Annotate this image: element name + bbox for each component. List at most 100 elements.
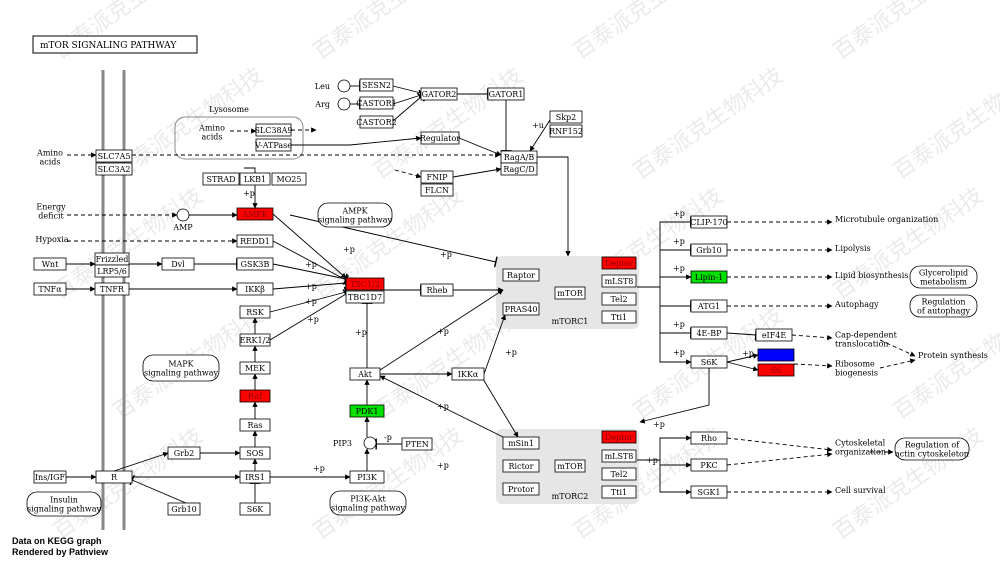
gene-node-flcn[interactable]: FLCN xyxy=(420,183,454,197)
gene-node-eif4e[interactable]: eIF4E xyxy=(755,328,793,342)
gene-node-gator1[interactable]: GATOR1 xyxy=(487,87,525,101)
gene-node-s6k_right[interactable]: S6K xyxy=(690,355,728,369)
gene-label: FLCN xyxy=(425,186,449,195)
gene-node-tnfa[interactable]: TNFα xyxy=(33,282,67,296)
gene-node-sgk1[interactable]: SGK1 xyxy=(690,485,728,499)
gene-node-dvl[interactable]: Dvl xyxy=(161,257,195,271)
gene-node-mo25[interactable]: MO25 xyxy=(271,172,307,186)
gene-box xyxy=(690,326,728,340)
gene-node-castor1[interactable]: CASTOR1 xyxy=(356,96,397,110)
gene-node-mek[interactable]: MEK xyxy=(239,361,271,375)
gene-node-slc38a9[interactable]: SLC38A9 xyxy=(255,123,293,137)
gene-node-s6k_left[interactable]: S6K xyxy=(239,502,271,516)
gene-node-mlst8_1[interactable]: mLST8 xyxy=(601,274,637,288)
gene-node-4ebp[interactable]: 4E-BP xyxy=(690,326,728,340)
pathway-box xyxy=(26,491,102,517)
gene-node-fnip[interactable]: FNIP xyxy=(420,170,454,184)
gene-node-tbc1d7[interactable]: TBC1D7 xyxy=(345,290,385,304)
gene-node-gsk3b[interactable]: GSK3B xyxy=(236,257,274,271)
gene-node-frizzled[interactable]: Frizzled xyxy=(94,252,130,266)
gene-node-pras40[interactable]: PRAS40 xyxy=(502,302,540,316)
gene-node-vatpase[interactable]: V-ATPase xyxy=(254,138,292,152)
gene-node-raptor[interactable]: Raptor xyxy=(502,268,540,282)
gene-node-ikkb[interactable]: IKKβ xyxy=(236,282,274,296)
gene-node-slc3a2[interactable]: SLC3A2 xyxy=(95,162,133,176)
gene-node-lipin1[interactable]: Lipin-1 xyxy=(690,270,728,284)
gene-node-rheb[interactable]: Rheb xyxy=(420,283,454,297)
gene-node-tti1_2[interactable]: Tti1 xyxy=(601,485,637,499)
gene-node-wnt[interactable]: Wnt xyxy=(33,257,67,271)
gene-node-mlst8_2[interactable]: mLST8 xyxy=(601,449,637,463)
gene-node-atg1[interactable]: ATG1 xyxy=(690,299,728,313)
gene-label: Grb10 xyxy=(696,246,722,255)
gene-node-strad[interactable]: STRAD xyxy=(202,172,240,186)
gene-node-grb2[interactable]: Grb2 xyxy=(167,446,201,460)
gene-node-deptor2[interactable]: Deptor xyxy=(601,430,637,444)
gene-box xyxy=(255,138,292,152)
pathway-edge xyxy=(269,289,350,341)
pathway-edge xyxy=(879,358,916,369)
gene-node-akt[interactable]: Akt xyxy=(349,367,381,381)
gene-node-r[interactable]: R xyxy=(95,470,133,484)
gene-node-ras[interactable]: Ras xyxy=(239,418,271,432)
gene-node-tel2_1[interactable]: Tel2 xyxy=(601,292,637,306)
edge-label-phosphorylation: +p xyxy=(505,348,517,357)
gene-node-mtor2[interactable]: mTOR xyxy=(554,459,586,473)
gene-node-rsk[interactable]: RSK xyxy=(239,305,271,319)
gene-node-grb10_left[interactable]: Grb10 xyxy=(167,502,201,516)
gene-node-insigf[interactable]: Ins/IGF xyxy=(33,470,67,484)
gene-node-redd1[interactable]: REDD1 xyxy=(236,234,274,248)
gene-label: mLST8 xyxy=(605,277,634,286)
gene-node-pi3k[interactable]: PI3K xyxy=(349,470,385,484)
gene-node-lrp56[interactable]: LRP5/6 xyxy=(94,264,130,278)
gene-node-rictor[interactable]: Rictor xyxy=(502,459,540,473)
gene-node-pdk1[interactable]: PDK1 xyxy=(349,404,385,418)
gene-node-ragcd[interactable]: RagC/D xyxy=(500,162,538,176)
label-hypoxia: Hypoxia xyxy=(35,235,69,244)
gene-node-sos[interactable]: SOS xyxy=(239,446,271,460)
gene-node-pkc[interactable]: PKC xyxy=(690,458,728,472)
gene-node-irs1[interactable]: IRS1 xyxy=(239,470,271,484)
gene-node-pten[interactable]: PTEN xyxy=(401,437,433,451)
pathway-edge xyxy=(392,92,425,122)
gene-node-regulator[interactable]: Regulator xyxy=(420,131,460,145)
gene-node-rho[interactable]: Rho xyxy=(690,431,728,445)
gene-node-ikka[interactable]: IKKα xyxy=(451,367,485,381)
gene-node-tnfr[interactable]: TNFR xyxy=(94,282,130,296)
gene-node-sesn2[interactable]: SESN2 xyxy=(359,78,394,92)
gene-node-protor[interactable]: Protor xyxy=(502,482,540,496)
gene-node-gator2[interactable]: GATOR2 xyxy=(420,87,458,101)
gene-label: TSC1/2 xyxy=(350,280,380,289)
gene-node-tel2_2[interactable]: Tel2 xyxy=(601,467,637,481)
gene-node-mtor1[interactable]: mTOR xyxy=(554,286,586,300)
gene-node-erk12[interactable]: ERK1/2 xyxy=(239,333,271,347)
gene-node-ampk[interactable]: AMPK xyxy=(236,207,274,221)
gene-label: Rho xyxy=(701,434,717,443)
gene-node-eif4b[interactable]: eIF4B xyxy=(757,348,795,362)
gene-node-tsc12[interactable]: TSC1/2 xyxy=(345,277,385,291)
gene-box xyxy=(601,485,637,499)
gene-node-skp2[interactable]: Skp2 xyxy=(549,110,583,124)
gene-node-castor2[interactable]: CASTOR2 xyxy=(356,115,397,129)
gene-node-rnf152[interactable]: RNF152 xyxy=(549,124,583,138)
gene-node-deptor1[interactable]: Deptor xyxy=(601,256,637,270)
gene-node-tti1_1[interactable]: Tti1 xyxy=(601,310,637,324)
gene-node-s6[interactable]: S6 xyxy=(757,363,795,377)
gene-node-grb10_right[interactable]: Grb10 xyxy=(690,243,728,257)
gene-node-msin1[interactable]: mSin1 xyxy=(502,436,540,450)
gene-label: S6 xyxy=(771,366,782,375)
gene-node-ragab[interactable]: RagA/B xyxy=(500,150,538,164)
gene-node-raf[interactable]: Raf xyxy=(239,389,271,403)
gene-label: PDK1 xyxy=(356,407,379,416)
gene-node-lkb1[interactable]: LKB1 xyxy=(239,172,271,186)
gene-node-slc7a5[interactable]: SLC7A5 xyxy=(95,149,133,163)
gene-node-clip170[interactable]: CLIP-170 xyxy=(690,215,728,229)
